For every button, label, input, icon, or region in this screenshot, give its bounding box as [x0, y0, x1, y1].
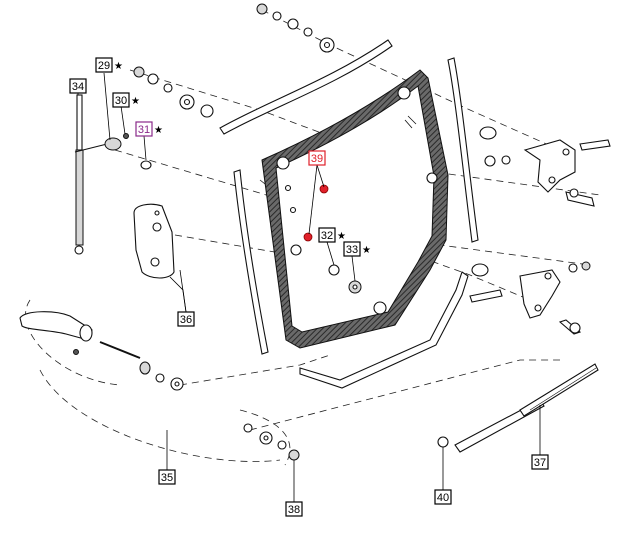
upper-hinge — [479, 126, 611, 207]
callout-label-38: 38 — [288, 504, 300, 516]
callout-38: 38 — [285, 501, 303, 517]
callout-label-39: 39 — [311, 153, 323, 165]
callout-label-36: 36 — [180, 314, 192, 326]
gas-strut — [74, 94, 116, 255]
left-hinge-hardware — [133, 66, 214, 118]
callout-label-40: 40 — [437, 492, 449, 504]
mounting-bracket — [133, 203, 175, 279]
callout-33: 33 ★ — [343, 241, 371, 257]
callout-30: 30 ★ — [112, 92, 140, 108]
callout-star-33: ★ — [362, 245, 371, 256]
top-hardware-stack — [256, 3, 335, 53]
callout-35: 35 — [158, 469, 176, 485]
callout-34: 34 — [69, 78, 87, 94]
callout-label-29: 29 — [98, 60, 110, 72]
callout-label-33: 33 — [346, 244, 358, 256]
callout-label-32: 32 — [321, 230, 333, 242]
callout-label-34: 34 — [72, 81, 84, 93]
right-seal-strip — [447, 57, 479, 243]
callout-label-35: 35 — [161, 472, 173, 484]
windshield-glass — [261, 69, 449, 349]
callout-31: 31 ★ — [135, 121, 163, 137]
wiper-motor — [19, 311, 184, 391]
pivot-parts — [104, 133, 152, 170]
leader-lines — [77, 72, 541, 502]
callout-37: 37 — [531, 454, 549, 470]
callout-star-30: ★ — [131, 96, 140, 107]
callout-40: 40 — [434, 489, 452, 505]
callout-star-29: ★ — [114, 61, 123, 72]
callout-star-32: ★ — [337, 231, 346, 242]
callout-label-37: 37 — [534, 457, 546, 469]
callout-29: 29 ★ — [95, 57, 123, 73]
callout-label-31: 31 — [138, 124, 150, 136]
left-seal-strip — [233, 169, 269, 355]
nut-stack — [243, 423, 300, 461]
callout-32: 32 ★ — [318, 227, 346, 243]
callout-star-31: ★ — [154, 125, 163, 136]
callout-36: 36 — [177, 311, 195, 327]
bottom-seal-strip — [299, 271, 469, 389]
callout-label-30: 30 — [115, 95, 127, 107]
callout-39: 39 — [308, 150, 326, 166]
wiper-arm — [437, 363, 599, 453]
lower-hinge — [469, 261, 591, 335]
top-seal-strip — [219, 39, 393, 135]
